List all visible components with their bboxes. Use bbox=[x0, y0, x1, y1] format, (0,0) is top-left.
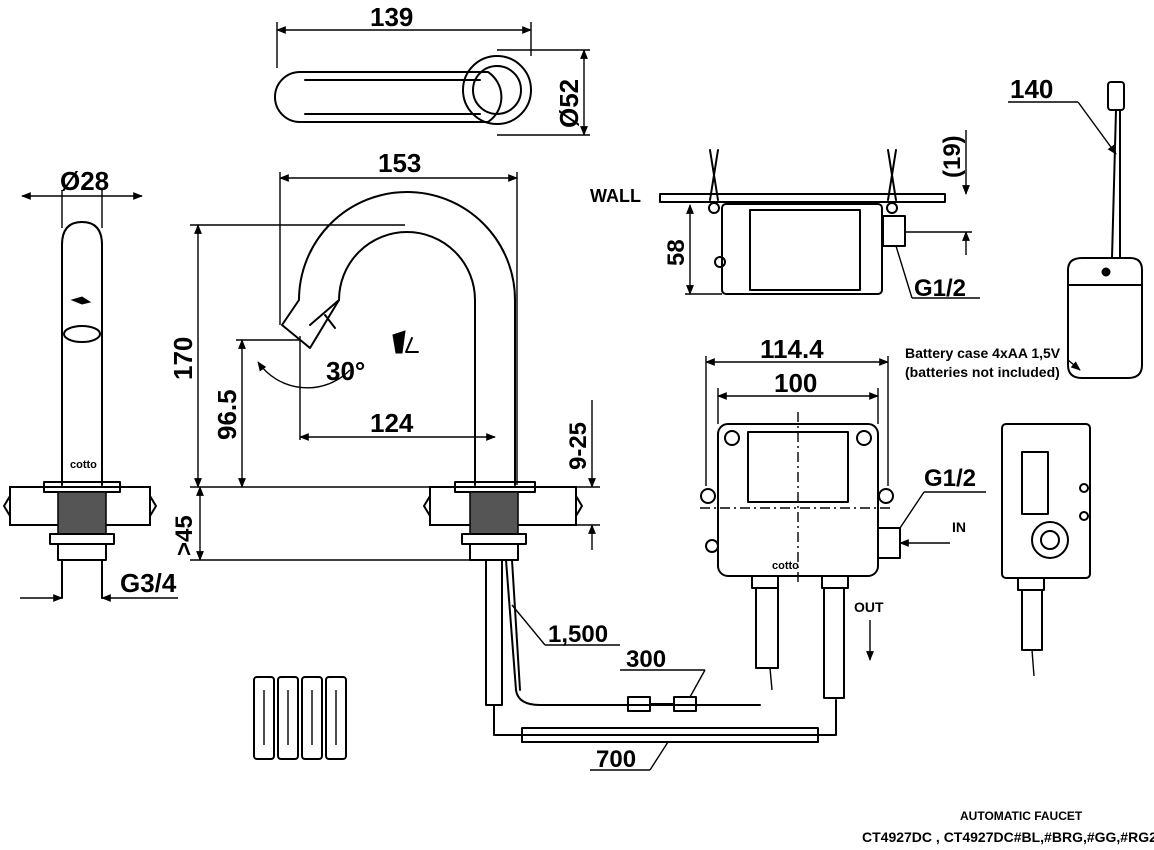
battery-note-line2: (batteries not included) bbox=[905, 364, 1060, 380]
dim-139: 139 bbox=[370, 2, 413, 32]
spout-top-view bbox=[274, 22, 590, 136]
dim-30-deg: 30° bbox=[326, 356, 365, 386]
dim-9-25: 9-25 bbox=[565, 422, 592, 470]
cable-connector bbox=[620, 669, 706, 712]
dim-96-5: 96.5 bbox=[212, 389, 242, 440]
battery-note-line1: Battery case 4xAA 1,5V bbox=[905, 345, 1061, 361]
dim-g12-top: G1/2 bbox=[914, 275, 966, 302]
label-in: IN bbox=[952, 519, 966, 535]
dim-170: 170 bbox=[168, 337, 198, 380]
dim-114-4: 114.4 bbox=[760, 334, 824, 364]
dim-153: 153 bbox=[378, 148, 421, 178]
batteries-illustration bbox=[253, 676, 347, 760]
control-box-side bbox=[659, 130, 980, 299]
faucet-front-view bbox=[190, 172, 837, 771]
dim-140: 140 bbox=[1010, 74, 1053, 104]
title-model-numbers: CT4927DC , CT4927DC#BL,#BRG,#GG,#RG2 bbox=[862, 829, 1154, 845]
dim-g12-right: G1/2 bbox=[924, 465, 976, 492]
dim-19: (19) bbox=[939, 135, 966, 178]
control-box-front bbox=[700, 356, 986, 699]
dim-g34: G3/4 bbox=[120, 568, 177, 598]
title-automatic-faucet: AUTOMATIC FAUCET bbox=[960, 809, 1083, 823]
faucet-side-view: cotto bbox=[3, 190, 178, 602]
label-out: OUT bbox=[854, 599, 884, 615]
dim-45: >45 bbox=[171, 515, 198, 556]
battery-case bbox=[1008, 81, 1143, 379]
dim-124: 124 bbox=[370, 408, 414, 438]
dim-700: 700 bbox=[596, 746, 636, 773]
dim-1500: 1,500 bbox=[548, 621, 608, 648]
control-box-right-side bbox=[1001, 423, 1091, 677]
dim-300: 300 bbox=[626, 646, 666, 673]
label-wall: WALL bbox=[590, 186, 641, 206]
brand-mark: cotto bbox=[772, 560, 799, 572]
dim-100: 100 bbox=[774, 368, 817, 398]
dim-d52: Ø52 bbox=[554, 79, 584, 128]
dim-d28: Ø28 bbox=[60, 166, 109, 196]
faucet-brand-mark: cotto bbox=[70, 459, 97, 471]
dim-58: 58 bbox=[663, 239, 690, 266]
